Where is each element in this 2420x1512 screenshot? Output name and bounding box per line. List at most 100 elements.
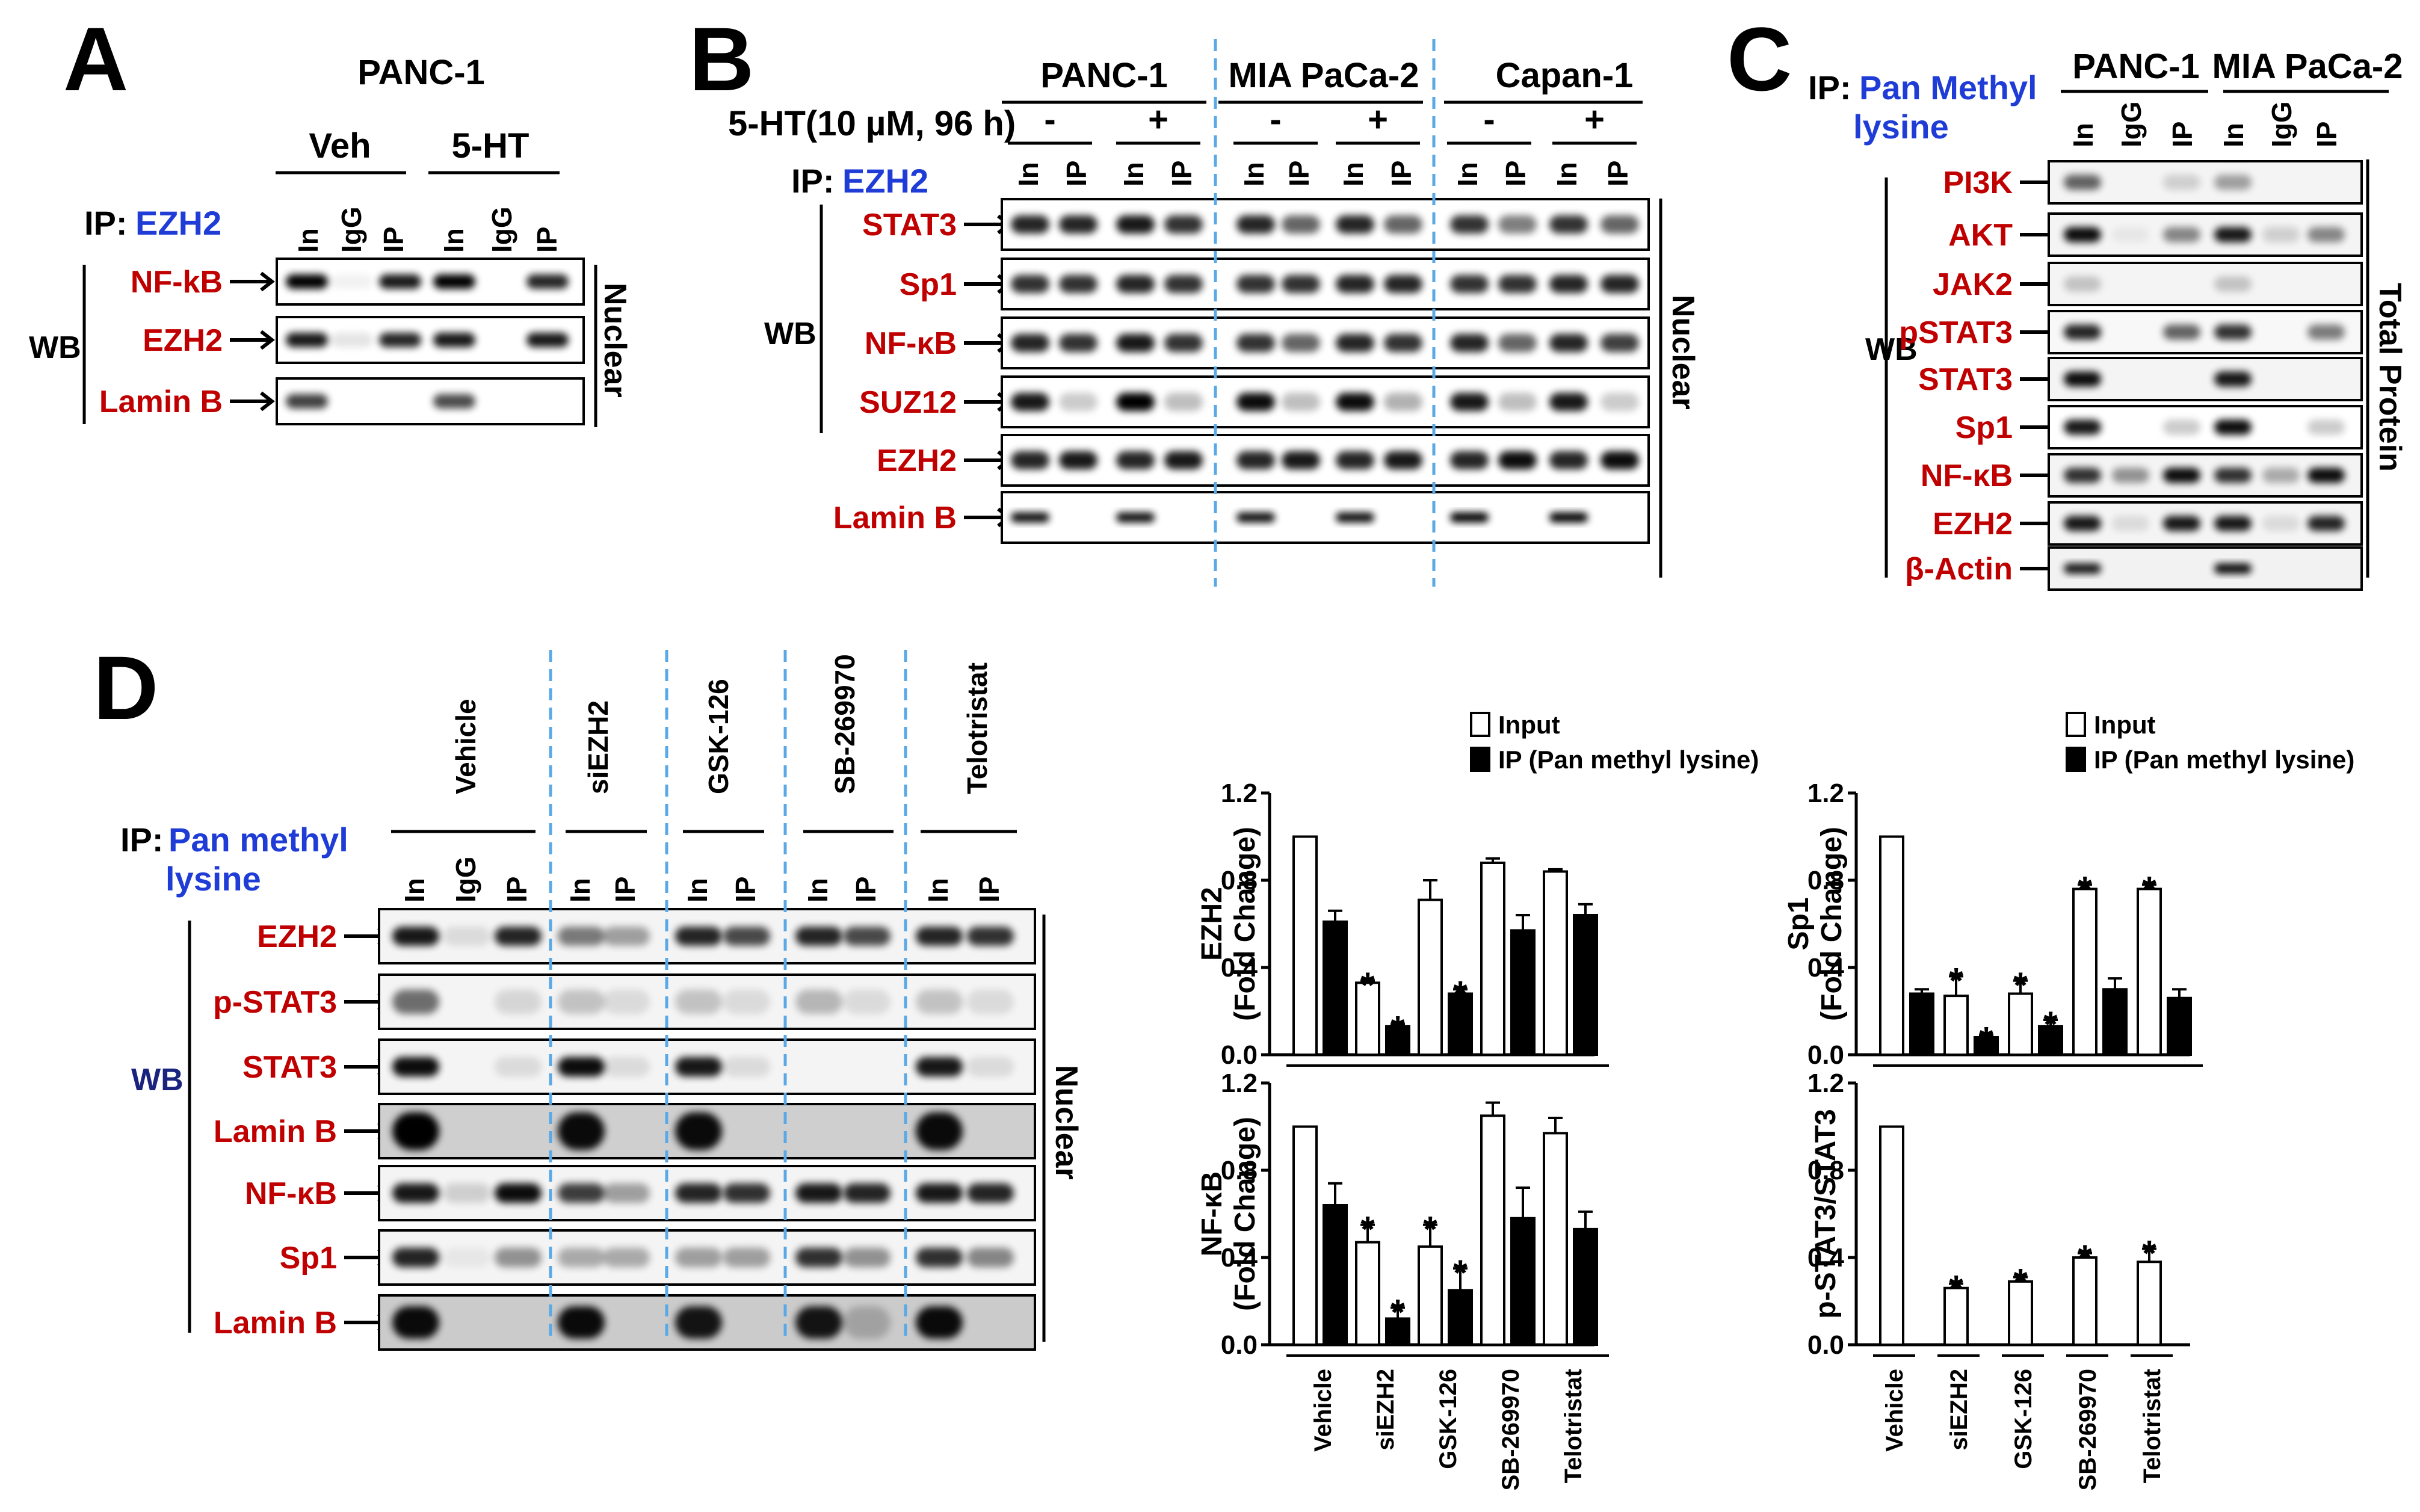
bar-input (2137, 1261, 2162, 1346)
band (1450, 333, 1489, 353)
band (844, 1183, 891, 1203)
panel-b: B PANC-1 MIA PaCa-2 Capan-1 5-HT(10 µM, … (689, 8, 1700, 587)
y-axis-label: EZH2 (1196, 887, 1228, 961)
significance-star: * (1453, 1253, 1468, 1293)
band (2307, 419, 2345, 435)
panel-c-protein-labels: PI3KAKTJAK2pSTAT3STAT3Sp1NF-κBEZH2β-Acti… (1899, 165, 2065, 587)
y-tick-label: 0.0 (1221, 1040, 1258, 1070)
protein-label: NF-kB (131, 265, 223, 300)
band (1164, 274, 1203, 294)
treatment-label: siEZH2 (582, 700, 614, 794)
band (723, 1247, 770, 1268)
blot-frame (1001, 434, 1650, 487)
band (2064, 227, 2101, 242)
band (1450, 392, 1489, 412)
band (2262, 467, 2300, 483)
lane-label: IP (1166, 161, 1197, 187)
protein-label: Lamin B (99, 384, 223, 419)
band (1549, 392, 1588, 412)
arrow-icon (230, 271, 275, 292)
band (795, 927, 842, 946)
band (2214, 563, 2252, 574)
protein-label: NF-κB (245, 1176, 337, 1211)
lane-label: IP (2311, 122, 2342, 147)
bar-input (2072, 1256, 2097, 1346)
panel-a-fraction: Nuclear (597, 283, 632, 398)
band (392, 1112, 439, 1150)
treatment-sign: - (1483, 100, 1495, 139)
panel-d-wb-label: WB (131, 1063, 184, 1097)
legend-swatch (2066, 712, 2086, 737)
bar-input (2137, 887, 2162, 1056)
protein-label: Sp1 (900, 267, 957, 302)
legend-label: Input (2094, 711, 2156, 739)
panel-d-fraction: Nuclear (1049, 1065, 1084, 1180)
y-tick-label: 1.2 (1807, 1069, 1844, 1098)
band (1236, 392, 1275, 412)
lane-label: IgG (2116, 101, 2147, 147)
band (603, 927, 650, 946)
protein-label: AKT (1948, 218, 2013, 253)
band (1282, 333, 1320, 353)
band (1236, 451, 1275, 470)
blot-strip (378, 974, 1036, 1030)
band (2307, 227, 2345, 242)
lane-label: IP (850, 877, 881, 903)
protein-label: Sp1 (280, 1241, 337, 1276)
panel-b-cell-line-3: Capan-1 (1496, 56, 1634, 95)
band (1450, 215, 1489, 234)
band (1549, 333, 1588, 353)
significance-star: * (2078, 1238, 2092, 1278)
blot-strip (378, 1103, 1036, 1159)
treatment-sign: + (1148, 100, 1168, 139)
protein-label: NF-κB (865, 326, 957, 361)
band (1450, 451, 1489, 470)
significance-star: * (1949, 1268, 1963, 1309)
y-tick-label: 0.0 (1807, 1330, 1844, 1360)
lane-label: In (1238, 162, 1270, 187)
band (967, 1183, 1014, 1203)
protein-label: p-STAT3 (213, 985, 337, 1020)
significance-star: * (1391, 1008, 1405, 1049)
band (2112, 516, 2149, 531)
x-category-label: Vehicle (1881, 1369, 1908, 1452)
y-tick-label: 0.0 (1807, 1040, 1844, 1070)
protein-label: STAT3 (862, 208, 957, 242)
band (916, 989, 963, 1014)
band (2163, 467, 2200, 483)
legend-swatch (2066, 747, 2086, 772)
band (558, 1306, 605, 1339)
lane-label: In (1551, 162, 1582, 187)
bar-input (1543, 870, 1568, 1056)
blot-strip (378, 1294, 1036, 1351)
band (433, 274, 475, 289)
band (526, 274, 569, 289)
bar-input (1543, 1132, 1568, 1346)
y-tick-label: 0.8 (1221, 1156, 1258, 1185)
panel-b-treatment-label: 5-HT(10 µM, 96 h) (728, 104, 1016, 143)
band (1600, 215, 1639, 234)
bar-chart-4: 0.00.40.81.2p-STAT3/STAT3Vehicle*siEZH2*… (1807, 1069, 2190, 1490)
panel-d-ip-target-2: lysine (165, 860, 261, 898)
band (1498, 451, 1537, 470)
protein-label: pSTAT3 (1899, 315, 2013, 350)
arrow-icon (230, 330, 275, 350)
lane-label: In (292, 228, 324, 253)
panel-c-wb-label: WB (1865, 332, 1918, 367)
lane-label: In (438, 228, 469, 253)
bar-ip (1385, 1025, 1410, 1056)
band (1059, 333, 1097, 353)
band (495, 927, 542, 946)
blot-strip (2048, 405, 2363, 449)
band (1059, 274, 1097, 294)
blot-strip (2048, 310, 2363, 354)
blot-strip (1001, 491, 1650, 544)
treatment-label: SB-269970 (829, 654, 860, 794)
panel-a-group-veh: Veh (309, 126, 371, 165)
significance-star: * (1423, 1209, 1437, 1250)
y-tick-label: 0.4 (1807, 1243, 1845, 1273)
